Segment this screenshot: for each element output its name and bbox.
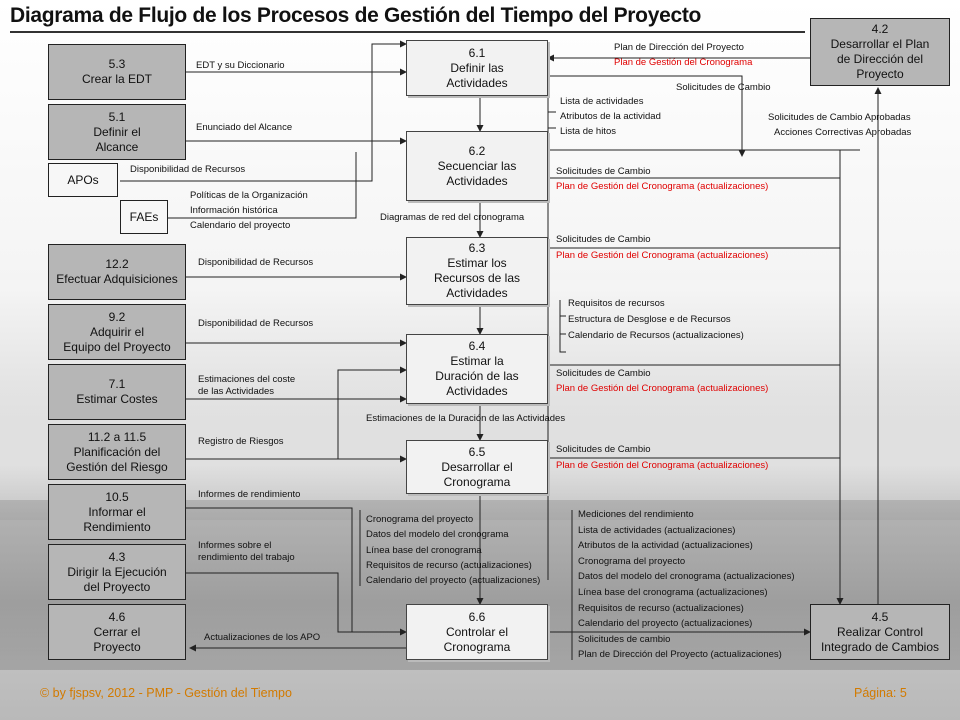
label-solicitudes-64: Solicitudes de Cambio: [556, 368, 651, 379]
label-info-historica: Información histórica: [190, 205, 278, 216]
edge-105: [186, 507, 353, 632]
process-6-3-estimar-recursos: 6.3 Estimar los Recursos de las Activida…: [406, 237, 548, 305]
label-plan-direccion: Plan de Dirección del Proyecto: [614, 42, 744, 53]
box-faes: FAEs: [120, 200, 168, 234]
bracket-61: [547, 96, 556, 151]
footer-copyright: © by fjspsv, 2012 - PMP - Gestión del Ti…: [40, 686, 292, 700]
label-calendario-recursos: Calendario de Recursos (actualizaciones): [568, 330, 744, 341]
label-lista-hitos: Lista de hitos: [560, 126, 616, 137]
box-11-2-riesgo: 11.2 a 11.5 Planificación del Gestión de…: [48, 424, 186, 480]
label-disponibilidad-recursos-92: Disponibilidad de Recursos: [198, 318, 314, 329]
label-edt-diccionario: EDT y su Diccionario: [196, 60, 285, 71]
edge-43: [186, 572, 407, 636]
label-diagramas-red: Diagramas de red del cronograma: [380, 212, 525, 223]
label-informes-rendimiento: Informes de rendimiento: [198, 489, 301, 500]
label-registro-riesgos: Registro de Riesgos: [198, 436, 284, 447]
footer-page-number: Página: 5: [854, 686, 907, 700]
label-salidas-6-6: Mediciones del rendimiento Lista de acti…: [578, 509, 795, 661]
process-6-1-definir-actividades: 6.1 Definir las Actividades: [406, 40, 548, 96]
label-salidas-6-5: Cronograma del proyecto Datos del modelo…: [366, 514, 541, 587]
box-4-5-control-integrado: 4.5 Realizar Control Integrado de Cambio…: [810, 604, 950, 660]
label-lista-actividades: Lista de actividades: [560, 96, 644, 107]
edge-112-up: [337, 366, 407, 459]
label-solicitudes-65: Solicitudes de Cambio: [556, 444, 651, 455]
label-acciones-correctivas: Acciones Correctivas Aprobadas: [774, 127, 912, 138]
label-solicitudes-cambio-top: Solicitudes de Cambio: [676, 82, 771, 93]
label-solicitudes-62: Solicitudes de Cambio: [556, 166, 651, 177]
box-7-1-estimar-costes: 7.1 Estimar Costes: [48, 364, 186, 420]
label-disponibilidad-recursos-122: Disponibilidad de Recursos: [198, 257, 314, 268]
box-apos: APOs: [48, 163, 118, 197]
label-estimaciones-coste: Estimaciones del coste de las Actividade…: [198, 374, 296, 397]
label-solicitudes-63: Solicitudes de Cambio: [556, 234, 651, 245]
label-plan-gestion-cronograma: Plan de Gestión del Cronograma: [614, 57, 753, 68]
label-requisitos-recursos: Requisitos de recursos: [568, 298, 665, 309]
process-6-4-estimar-duracion: 6.4 Estimar la Duración de las Actividad…: [406, 334, 548, 404]
label-enunciado-alcance: Enunciado del Alcance: [196, 122, 293, 133]
label-estimaciones-duracion: Estimaciones de la Duración de las Activ…: [366, 413, 566, 424]
label-plan-gestion-63: Plan de Gestión del Cronograma (actualiz…: [556, 250, 769, 261]
edge-faes: [168, 152, 357, 219]
label-informes-trabajo: Informes sobre el rendimiento del trabaj…: [198, 540, 295, 563]
title-underline: [10, 31, 805, 33]
box-10-5-informar-rendimiento: 10.5 Informar el Rendimiento: [48, 484, 186, 540]
label-actualizaciones-apo: Actualizaciones de los APO: [204, 632, 321, 643]
box-4-6-cerrar-proyecto: 4.6 Cerrar el Proyecto: [48, 604, 186, 660]
label-plan-gestion-64: Plan de Gestión del Cronograma (actualiz…: [556, 383, 769, 394]
label-politicas: Políticas de la Organización: [190, 190, 308, 201]
label-estructura-desglose: Estructura de Desglose e de Recursos: [568, 314, 731, 325]
label-solicitudes-aprobadas: Solicitudes de Cambio Aprobadas: [768, 112, 911, 123]
box-5-1-definir-alcance: 5.1 Definir el Alcance: [48, 104, 186, 160]
page-title: Diagrama de Flujo de los Procesos de Ges…: [10, 4, 702, 27]
box-5-3-crear-edt: 5.3 Crear la EDT: [48, 44, 186, 100]
process-6-5-desarrollar-cronograma: 6.5 Desarrollar el Cronograma: [406, 440, 548, 494]
box-4-2-plan-direccion: 4.2 Desarrollar el Plan de Dirección del…: [810, 18, 950, 86]
edge-apo-61: [120, 40, 407, 182]
bracket-63: [559, 300, 566, 353]
process-6-2-secuenciar-actividades: 6.2 Secuenciar las Actividades: [406, 131, 548, 201]
label-plan-gestion-62: Plan de Gestión del Cronograma (actualiz…: [556, 181, 769, 192]
box-9-2-adquirir-equipo: 9.2 Adquirir el Equipo del Proyecto: [48, 304, 186, 360]
edge-61-sol: [548, 75, 746, 157]
process-6-6-controlar-cronograma: 6.6 Controlar el Cronograma: [406, 604, 548, 660]
label-calendario-proyecto: Calendario del proyecto: [190, 220, 291, 231]
label-atributos-actividad: Atributos de la actividad: [560, 111, 661, 122]
box-12-2-efectuar-adquisiciones: 12.2 Efectuar Adquisiciones: [48, 244, 186, 300]
label-plan-gestion-65: Plan de Gestión del Cronograma (actualiz…: [556, 460, 769, 471]
box-4-3-dirigir-ejecucion: 4.3 Dirigir la Ejecución del Proyecto: [48, 544, 186, 600]
label-disponibilidad-recursos-apos: Disponibilidad de Recursos: [130, 164, 246, 175]
edge-aprob: [547, 149, 860, 580]
